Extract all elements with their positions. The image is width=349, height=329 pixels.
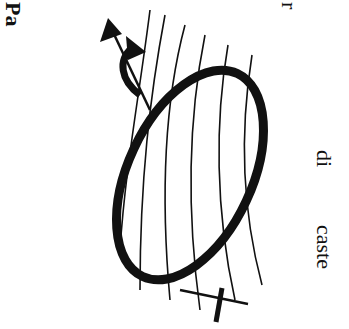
page-fragment-text: Pa: [2, 2, 24, 26]
page-fragment-text: r: [278, 2, 300, 9]
page-fragment-text: caste: [313, 225, 335, 269]
page-fragment-text: di: [313, 150, 335, 167]
